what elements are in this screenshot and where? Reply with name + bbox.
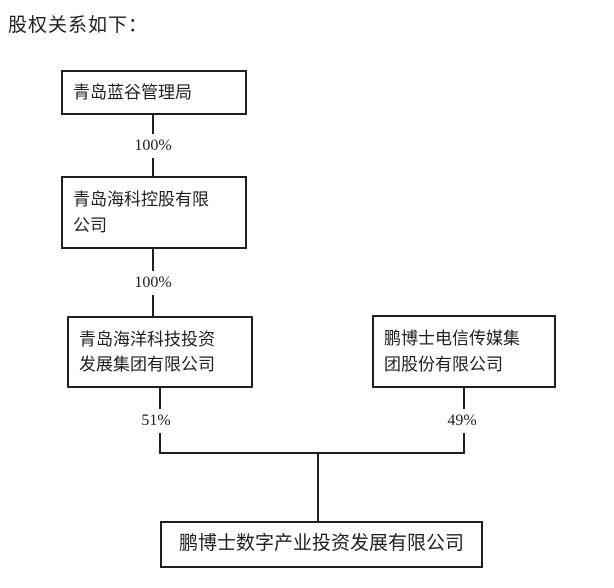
node-dr-peng-telecom-media-group: 鹏博士电信传媒集 团股份有限公司 <box>372 315 556 388</box>
node-qingdao-marine-tech-investment-group: 青岛海洋科技投资 发展集团有限公司 <box>67 316 253 388</box>
ownership-label-51: 51% <box>137 409 175 433</box>
node-label: 鹏博士电信传媒集 团股份有限公司 <box>384 329 520 374</box>
ownership-label-100-middle: 100% <box>130 271 176 295</box>
node-qingdao-haike-holdings: 青岛海科控股有限 公司 <box>61 176 247 249</box>
node-dr-peng-digital-industry-investment: 鹏博士数字产业投资发展有限公司 <box>160 521 483 568</box>
connector-to-joint-venture <box>317 452 319 521</box>
node-label: 青岛海科控股有限 公司 <box>73 190 209 235</box>
connector-merge-horizontal <box>159 452 465 454</box>
node-qingdao-blue-valley-administration: 青岛蓝谷管理局 <box>61 70 247 115</box>
ownership-label-100-top: 100% <box>130 134 176 158</box>
node-label: 鹏博士数字产业投资发展有限公司 <box>178 533 464 555</box>
ownership-label-49: 49% <box>443 409 481 433</box>
node-label: 青岛海洋科技投资 发展集团有限公司 <box>79 329 215 375</box>
diagram-title: 股权关系如下： <box>8 15 149 36</box>
node-label: 青岛蓝谷管理局 <box>73 82 192 102</box>
